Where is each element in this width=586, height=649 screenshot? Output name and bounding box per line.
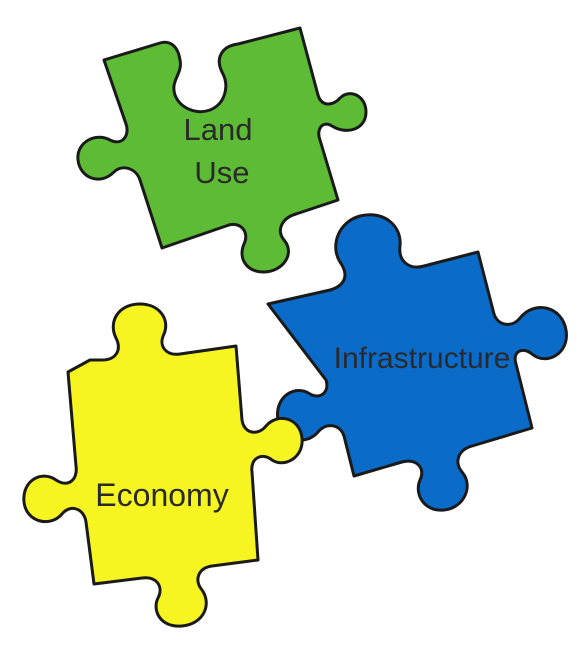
infrastructure-label: Infrastructure — [334, 342, 511, 375]
land-use-label-line-1: Land — [184, 112, 253, 147]
economy-piece: Economy — [22, 302, 304, 628]
land-use-piece: Land Use — [76, 26, 368, 274]
land-use-shape — [76, 26, 368, 274]
land-use-label-line-2: Use — [194, 155, 249, 190]
economy-label: Economy — [95, 477, 228, 513]
infrastructure-piece: Infrastructure — [266, 213, 568, 512]
economy-shape — [22, 302, 304, 628]
